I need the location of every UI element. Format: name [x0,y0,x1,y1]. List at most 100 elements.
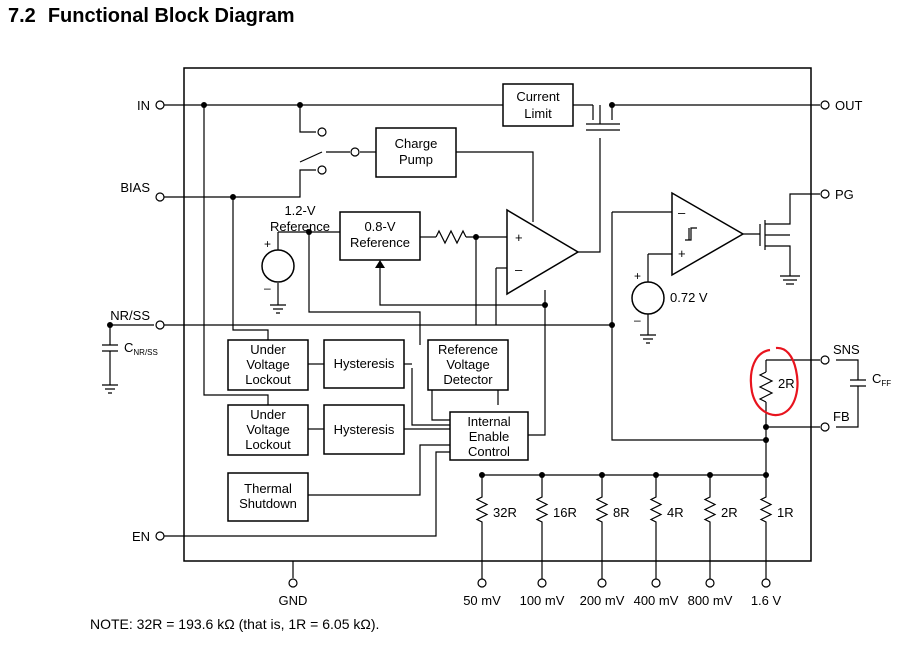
ref-12-label-2: Reference [270,219,330,234]
pg-comparator [671,191,745,277]
pin-bias-terminal [155,192,165,202]
thermal-label-1: Thermal [244,481,292,496]
charge-pump-label-1: Charge [395,136,438,151]
src-072-plus: + [634,269,641,283]
ic-outline [183,67,812,562]
ref-detector-block [427,339,509,391]
src-12v-minus: – [264,281,271,295]
pin-sns-terminal [820,355,830,365]
ref-12-label-1: 1.2-V [284,203,315,218]
pin-fb-terminal [820,422,830,432]
uvlo-1-label-3: Lockout [245,372,291,387]
ladder-resistor-label: 16R [553,505,577,520]
error-amp-plus: + [515,230,523,245]
pin-sns-label: SNS [833,342,860,357]
ladder-pin-label: 400 mV [634,593,679,608]
ladder-junction [707,472,713,478]
footnote: NOTE: 32R = 193.6 kΩ (that is, 1R = 6.05… [90,616,380,632]
pin-pg-label: PG [835,187,854,202]
pin-gnd-terminal [288,578,298,588]
uvlo-1-label-2: Voltage [246,357,289,372]
ref-detector-label-3: Detector [443,372,493,387]
pin-in-terminal [155,100,165,110]
pin-en-terminal [155,531,165,541]
hysteresis-1-label: Hysteresis [334,356,395,371]
ladder-pin-label: 200 mV [580,593,625,608]
ladder-wire [703,475,717,579]
ladder-resistor-label: 2R [721,505,738,520]
ladder-resistor-label: 1R [777,505,794,520]
ladder-wire [649,475,663,579]
thermal-label-2: Shutdown [239,496,297,511]
pin-pg-terminal [820,189,830,199]
switch-contact-top [317,127,327,137]
enable-control-label-3: Control [468,444,510,459]
cnrss-label: CNR/SS [124,340,158,357]
switch-contact-bottom [317,165,327,175]
schmitt-icon [685,227,697,241]
hysteresis-1-block [323,339,405,389]
ladder-wire [759,475,773,579]
ladder-pin-label: 50 mV [463,593,501,608]
ladder-wire [535,475,549,579]
current-limit-block [502,83,574,127]
pin-out-terminal [820,100,830,110]
ladder-wire [595,475,609,579]
enable-control-label-1: Internal [467,414,510,429]
src-072-minus: – [634,313,641,327]
src-12v-plus: + [264,237,271,251]
enable-control-label-2: Enable [469,429,509,444]
ladder-junction [479,472,485,478]
hysteresis-2-label: Hysteresis [334,422,395,437]
uvlo-2-label-2: Voltage [246,422,289,437]
annotation-circle [749,346,799,417]
pin-nrss-label: NR/SS [110,308,150,323]
ref-08-label-2: Reference [350,235,410,250]
uvlo-1-label-1: Under [250,342,286,357]
pin-out-label: OUT [835,98,863,113]
pg-comp-plus: + [678,246,686,261]
error-amplifier [506,208,580,296]
pg-comp-minus: – [678,205,686,220]
feedback-resistor-label: 2R [778,376,795,391]
pin-en-label: EN [132,529,150,544]
ladder-pin-terminal [537,578,547,588]
current-limit-label-1: Current [516,89,560,104]
uvlo-2-block [227,404,309,456]
ladder-pin-terminal [597,578,607,588]
pin-gnd-label: GND [279,593,308,608]
ladder-pin-terminal [761,578,771,588]
ladder-junction [653,472,659,478]
ref-08-label-1: 0.8-V [364,219,395,234]
current-limit-label-2: Limit [524,106,552,121]
charge-pump-block [375,127,457,178]
section-number: 7.2 [8,5,36,27]
ref-arrow [375,260,385,268]
uvlo-2-label-1: Under [250,407,286,422]
ladder-pin-terminal [651,578,661,588]
ladder-junction [763,472,769,478]
ladder-pin-terminal [477,578,487,588]
ladder-pin-label: 1.6 V [751,593,782,608]
pin-bias-label: BIAS [120,180,150,195]
error-amp-minus: – [515,262,523,277]
pin-fb-label: FB [833,409,850,424]
ladder-resistor-label: 4R [667,505,684,520]
hysteresis-2-block [323,404,405,455]
section-heading: 7.2 Functional Block Diagram [8,5,295,28]
ref-detector-label-1: Reference [438,342,498,357]
ladder-wire [475,475,489,579]
uvlo-2-label-3: Lockout [245,437,291,452]
switch-contact-mid [350,147,360,157]
ladder-pin-label: 800 mV [688,593,733,608]
ref-detector-label-2: Voltage [446,357,489,372]
ladder-junction [599,472,605,478]
section-title: Functional Block Diagram [47,5,295,27]
ladder-resistor-label: 8R [613,505,630,520]
ladder-pin-terminal [705,578,715,588]
voltage-source-12v [261,249,295,283]
cff-label: CFF [872,371,891,388]
pin-nrss-terminal [155,320,165,330]
